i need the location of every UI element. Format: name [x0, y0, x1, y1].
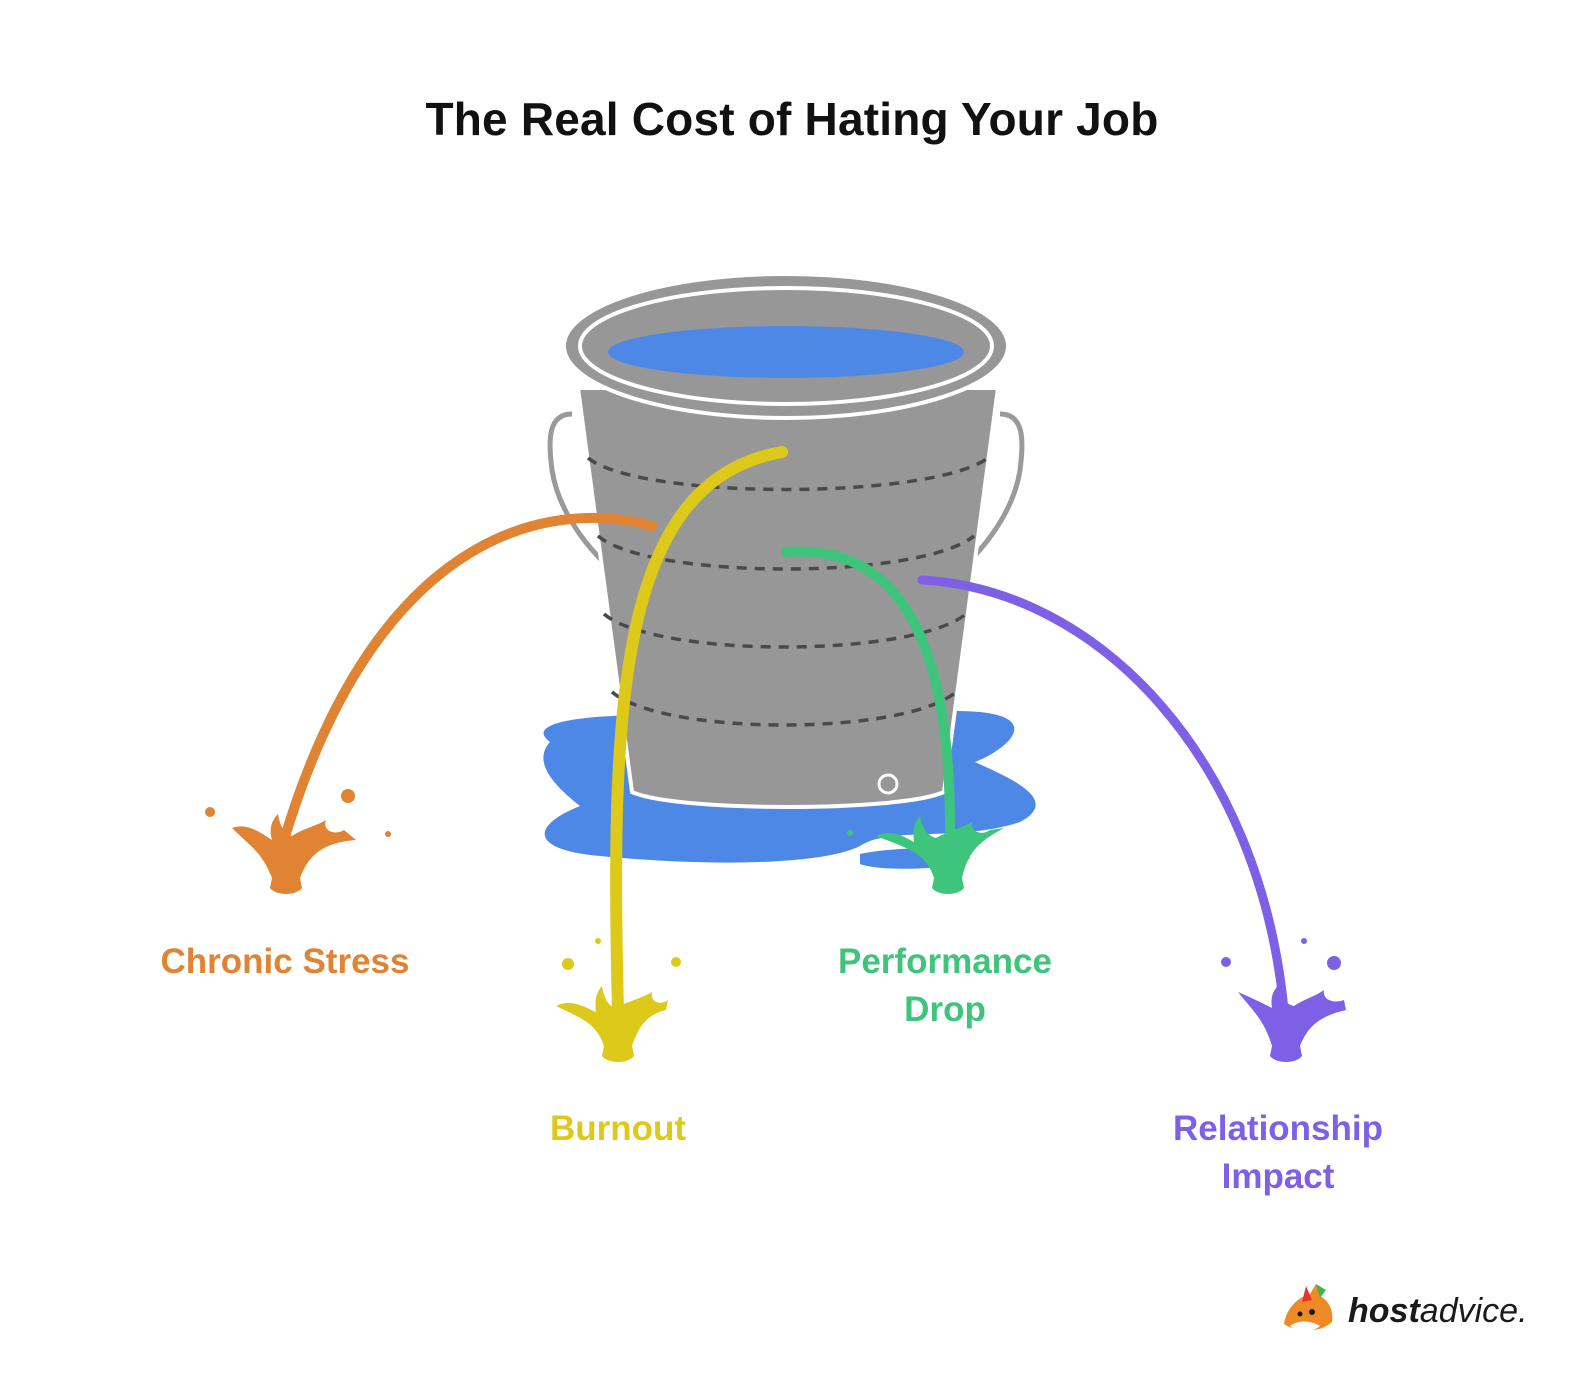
diagram-title: The Real Cost of Hating Your Job [425, 93, 1159, 145]
label-line: Relationship [1172, 1109, 1384, 1148]
label-line: Performance [838, 942, 1052, 981]
bucket-rim-inner-ring [578, 286, 994, 406]
bucket-body [575, 386, 1001, 809]
label-line: Impact [1221, 1157, 1335, 1196]
brand-logo: hostadvice. [1276, 1280, 1556, 1340]
label-performance-drop: Performance Drop [785, 938, 1105, 1034]
splash-relationship-impact [1221, 938, 1346, 1062]
bucket-water-surface [608, 326, 964, 378]
label-line: Chronic Stress [160, 942, 410, 981]
fox-logo-icon [1284, 1284, 1333, 1332]
leak-stream-chronic-stress [279, 512, 657, 845]
label-relationship-impact: Relationship Impact [1118, 1105, 1438, 1201]
label-chronic-stress: Chronic Stress [125, 938, 445, 986]
label-line: Burnout [549, 1109, 687, 1148]
leak-stream-performance-drop [781, 546, 956, 845]
bucket-seams [586, 456, 990, 727]
splash-performance-drop [847, 773, 1004, 894]
splash-burnout [556, 938, 681, 1062]
leak-stream-burnout [610, 446, 788, 1016]
label-line: Drop [904, 990, 986, 1029]
leak-stream-relationship-impact [917, 575, 1289, 1015]
brand-name-bold: host [1348, 1292, 1420, 1330]
splash-chronic-stress [205, 789, 391, 894]
brand-name-regular: advice. [1419, 1292, 1528, 1330]
label-burnout: Burnout [458, 1105, 778, 1153]
brand-name: hostadvice. [1348, 1292, 1528, 1331]
